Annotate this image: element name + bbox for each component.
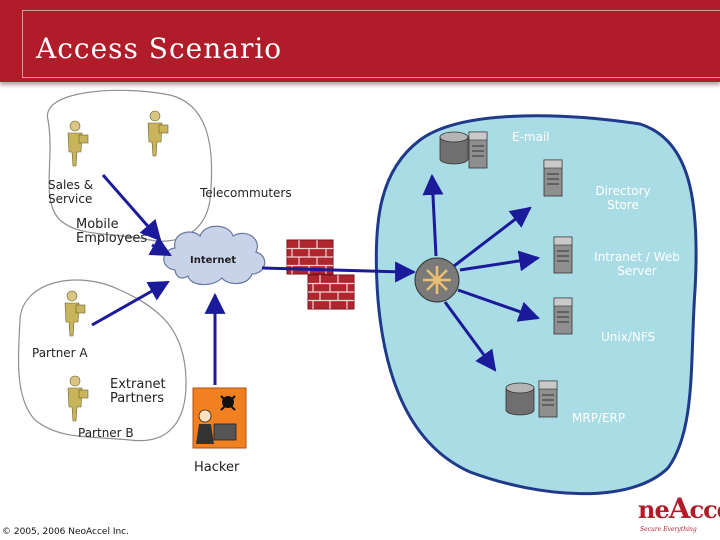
- neoaccel-logo: neAccel Secure Everything: [638, 492, 720, 533]
- intranet-web-label: Intranet / Web Server: [594, 250, 680, 278]
- banner-frame: [22, 10, 720, 78]
- hacker-icon: [192, 387, 247, 449]
- telecommuter-user-icon: [147, 110, 169, 157]
- partner-b-label: Partner B: [78, 426, 134, 440]
- email-server-icon: [468, 131, 488, 169]
- email-db-icon: [439, 131, 469, 165]
- firewall-icon: [307, 274, 355, 310]
- partner-a-user-icon: [64, 290, 86, 337]
- partner-a-label: Partner A: [32, 346, 88, 360]
- telecommuters-label: Telecommuters: [200, 186, 292, 200]
- directory-store-label: Directory Store: [595, 184, 651, 212]
- partners-loop: [17, 279, 187, 442]
- unix-nfs-label: Unix/NFS: [601, 330, 656, 344]
- corporate-network-region: [374, 114, 698, 496]
- extranet-partners-label: Extranet Partners: [110, 377, 166, 406]
- mrp-erp-label: MRP/ERP: [572, 411, 626, 425]
- copyright-text: © 2005, 2006 NeoAccel Inc.: [2, 527, 129, 537]
- sales-service-label: Sales & Service: [48, 178, 94, 206]
- erp-server-icon: [538, 380, 558, 418]
- erp-db-icon: [505, 382, 535, 416]
- slide-title: Access Scenario: [36, 32, 283, 65]
- gateway-router-icon: [414, 257, 460, 303]
- connection-arrows: [91, 173, 541, 385]
- mobile-users-loop: [47, 89, 213, 242]
- title-banner: Access Scenario: [0, 0, 720, 82]
- internet-cloud-icon: [163, 225, 266, 286]
- email-label: E-mail: [512, 130, 550, 144]
- intranet-server-icon: [553, 236, 573, 274]
- unix-server-icon: [553, 297, 573, 335]
- partner-b-user-icon: [67, 375, 89, 422]
- hacker-label: Hacker: [194, 460, 240, 475]
- sales-user-icon: [67, 120, 89, 167]
- mobile-employees-label: Mobile Employees: [76, 217, 148, 246]
- internet-label: Internet: [190, 255, 237, 266]
- directory-server-icon: [543, 159, 563, 197]
